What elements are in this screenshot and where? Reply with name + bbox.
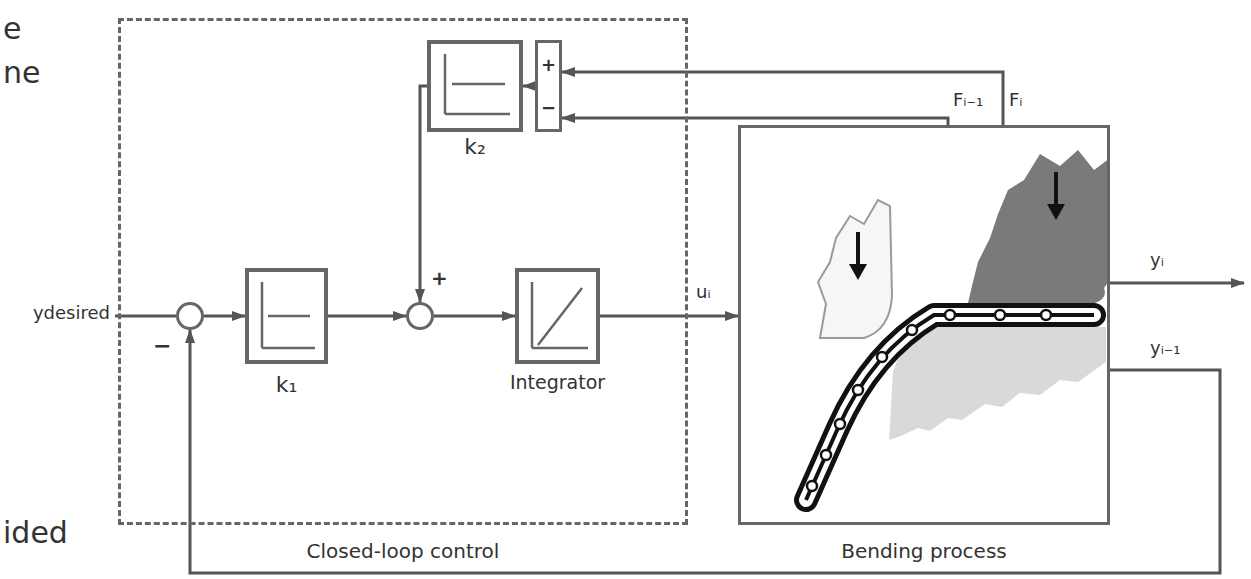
control-region: Closed-loop controlk₂+−−k₁+Integrator [118, 18, 688, 525]
node-label: + [541, 56, 556, 74]
node-label: k₂ [464, 134, 486, 159]
signal-connector [328, 315, 406, 318]
signal-connector [204, 315, 245, 318]
gain-symbol [262, 282, 315, 348]
integrator-block: Integrator [515, 268, 600, 364]
gain-block: k₁ [245, 268, 328, 364]
gain-symbol [445, 54, 510, 114]
cropped-text: ided [3, 516, 68, 551]
signal-name: yᵢ₋₁ [1150, 338, 1181, 359]
process-box: Bending process [738, 125, 1110, 525]
node-label: Closed-loop control [307, 540, 500, 563]
bending-tools [806, 150, 1107, 500]
node-label: Bending process [841, 540, 1007, 563]
signal-connector [190, 330, 1220, 573]
summing-junction: − [176, 302, 204, 330]
signal-connector [562, 118, 948, 125]
signal-connector [523, 85, 535, 88]
signal-connector [562, 72, 1003, 125]
sign-box: +− [535, 40, 562, 132]
node-label: + [431, 267, 448, 290]
node-label: − [541, 99, 556, 117]
signal-name: uᵢ [696, 282, 711, 303]
gain-block: k₂ [427, 40, 523, 132]
node-label: Integrator [510, 372, 605, 394]
signal-name: Fᵢ₋₁ [953, 90, 983, 111]
cropped-text: ne [3, 56, 40, 91]
summing-junction: + [406, 302, 434, 330]
signal-connector [434, 315, 515, 318]
cropped-text: e [3, 12, 21, 47]
signal-name: ydesired [33, 303, 110, 324]
signal-connector [600, 315, 738, 318]
signal-name: yᵢ [1150, 250, 1164, 271]
node-label: − [153, 333, 171, 358]
integrator-symbol [532, 282, 588, 348]
input-wire [115, 315, 176, 318]
signal-name: Fᵢ [1009, 90, 1023, 111]
node-label: k₁ [276, 372, 298, 397]
signal-connector [420, 86, 427, 302]
output-wire [1110, 282, 1244, 285]
